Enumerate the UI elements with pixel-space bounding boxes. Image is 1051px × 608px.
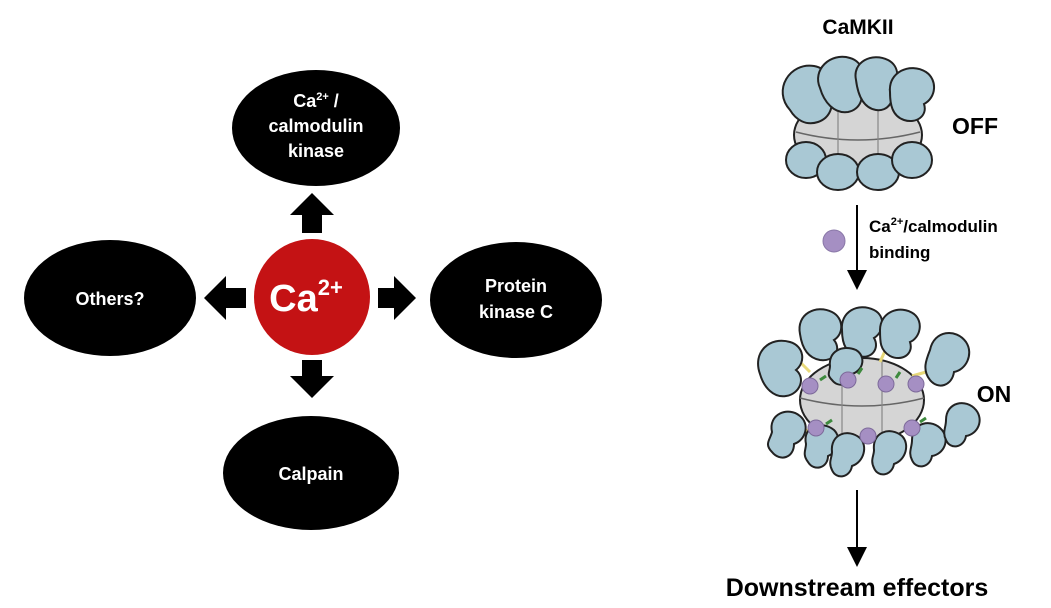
node-others: Others?: [24, 240, 196, 356]
camkii-off-holoenzyme: [781, 55, 935, 191]
calcium-label: Ca2+: [269, 275, 343, 320]
calmodulin-icon: [822, 229, 846, 253]
arrow-left-icon: [204, 276, 246, 320]
node-pkc: Protein kinase C: [430, 242, 602, 358]
node-pkc-line1: Protein: [485, 276, 547, 296]
node-camk-line2: calmodulin: [268, 116, 363, 136]
node-camk: Ca2+ / calmodulin kinase: [232, 70, 400, 186]
arrow-down-icon: [290, 360, 334, 398]
downstream-effectors-label: Downstream effectors: [726, 574, 989, 602]
node-camk-line3: kinase: [288, 141, 344, 161]
node-pkc-line2: kinase C: [479, 302, 553, 322]
camkii-panel: CaMKII OFF Ca2+/calmodulin binding: [726, 16, 1012, 602]
node-camk-line1: Ca2+ /: [293, 91, 339, 111]
pathway-panel: Ca2+ / calmodulin kinase Protein kinase …: [24, 70, 602, 530]
node-others-label: Others?: [75, 289, 144, 309]
arrow-right-icon: [378, 276, 416, 320]
node-calpain-label: Calpain: [278, 464, 343, 484]
state-on-label: ON: [977, 381, 1012, 407]
arrow-up-icon: [290, 193, 334, 233]
binding-label-line2: binding: [869, 243, 930, 262]
binding-label-line1: Ca2+/calmodulin: [869, 216, 998, 236]
state-off-label: OFF: [952, 113, 998, 139]
camkii-on-holoenzyme: [757, 306, 981, 478]
node-calpain: Calpain: [223, 416, 399, 530]
calcium-center: Ca2+: [254, 239, 370, 355]
camkii-title: CaMKII: [822, 16, 893, 39]
